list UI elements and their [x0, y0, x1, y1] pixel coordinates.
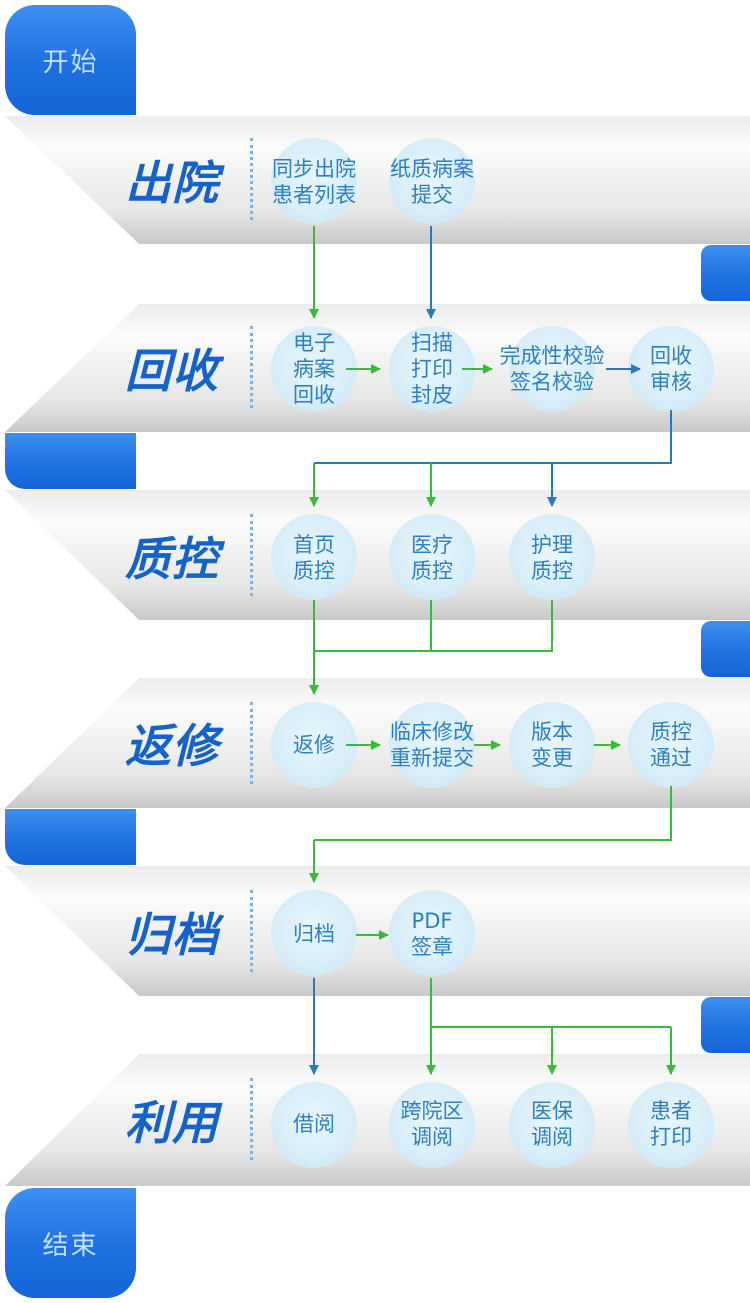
node-label-pass: 质控 通过 — [650, 720, 692, 770]
node-circle-review — [628, 326, 714, 412]
tab-right-3 — [701, 997, 750, 1053]
node-circle-archive — [271, 890, 357, 976]
node-circle-cross — [389, 1082, 475, 1168]
separator — [250, 138, 253, 220]
node-circle-rework — [271, 702, 357, 788]
stage-title-use: 利用 — [125, 1096, 219, 1150]
node-label-cross: 跨院区 调阅 — [400, 1099, 464, 1149]
node-circle-paper — [389, 138, 475, 224]
separator — [250, 1078, 253, 1160]
node-label-rework: 返修 — [293, 733, 335, 757]
node-circle-scan — [389, 326, 475, 412]
node-label-clinical: 临床修改 重新提交 — [390, 720, 474, 770]
band-archive — [5, 866, 750, 996]
node-circle-e-record — [271, 326, 357, 412]
node-label-nursing: 护理 质控 — [531, 533, 573, 583]
node-label-archive: 归档 — [293, 922, 335, 946]
tab-left-1 — [5, 433, 136, 489]
node-circle-clinical — [389, 702, 475, 788]
separator — [250, 514, 253, 596]
node-circle-medical — [389, 514, 475, 600]
node-label-paper: 纸质病案 提交 — [390, 157, 474, 207]
line-review-down — [314, 410, 672, 464]
stage-title-archive: 归档 — [125, 908, 219, 962]
node-label-pdf: PDF 签章 — [411, 909, 453, 959]
band-discharge — [5, 116, 750, 244]
node-circle-sync — [271, 138, 357, 224]
separator — [250, 326, 253, 408]
node-label-scan: 扫描 打印 封皮 — [411, 331, 453, 407]
node-circle-check — [509, 326, 595, 412]
node-label-review: 回收 审核 — [650, 344, 692, 394]
node-label-front: 首页 质控 — [293, 533, 335, 583]
node-circle-pdf — [389, 890, 475, 976]
stage-title-qc: 质控 — [125, 532, 219, 586]
start-pill: 开始 — [5, 5, 136, 115]
node-circle-insurance — [509, 1082, 595, 1168]
node-label-check: 完成性校验 签名校验 — [499, 344, 605, 394]
separator — [250, 702, 253, 784]
node-circle-pass — [628, 702, 714, 788]
node-circle-print — [628, 1082, 714, 1168]
line-pass-down — [314, 786, 672, 841]
end-pill: 结束 — [5, 1188, 136, 1298]
tab-right-1 — [701, 245, 750, 301]
stage-title-discharge: 出院 — [125, 156, 219, 210]
node-label-borrow: 借阅 — [293, 1112, 335, 1136]
line-qc-merge — [313, 600, 553, 652]
tab-left-2 — [5, 809, 136, 865]
node-circle-version — [509, 702, 595, 788]
node-circle-front — [271, 514, 357, 600]
tab-right-2 — [701, 621, 750, 677]
node-circle-borrow — [271, 1082, 357, 1168]
separator — [250, 890, 253, 972]
node-label-medical: 医疗 质控 — [411, 533, 453, 583]
node-label-e-record: 电子 病案 回收 — [293, 331, 335, 407]
node-circle-nursing — [509, 514, 595, 600]
node-label-sync: 同步出院 患者列表 — [272, 157, 356, 207]
node-label-version: 版本 变更 — [531, 720, 573, 770]
node-label-print: 患者 打印 — [650, 1099, 692, 1149]
stage-title-rework: 返修 — [125, 719, 219, 773]
node-label-insurance: 医保 调阅 — [531, 1099, 573, 1149]
stage-title-recycle: 回收 — [125, 344, 219, 398]
